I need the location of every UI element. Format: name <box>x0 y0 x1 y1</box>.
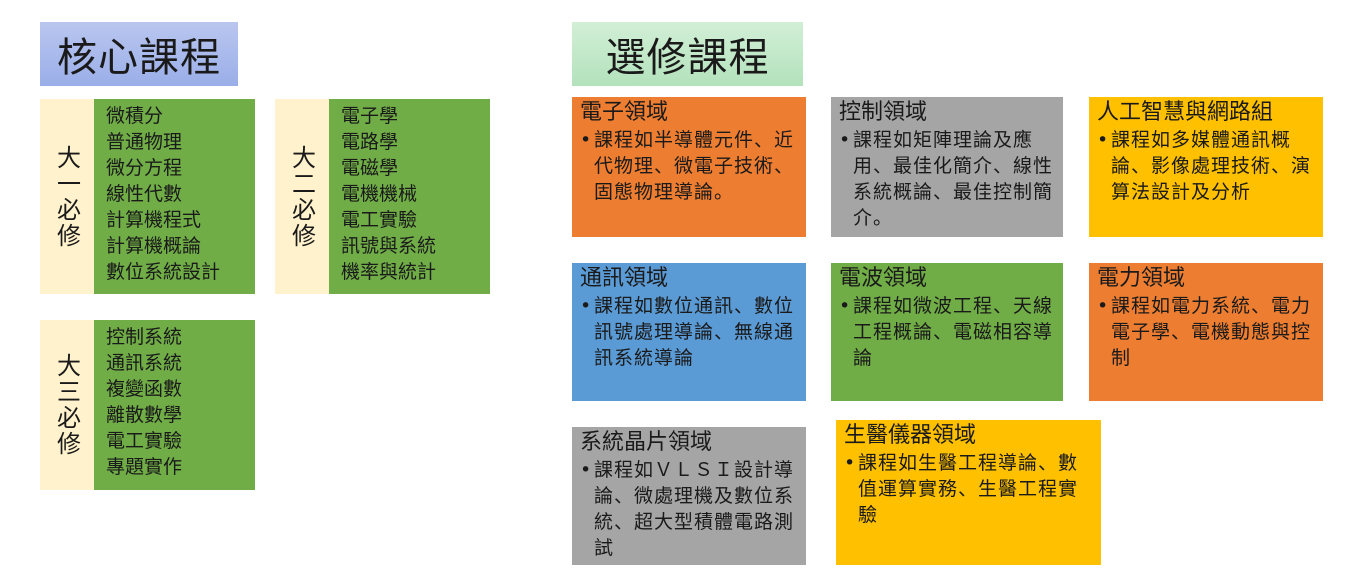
course-item: 電磁學 <box>341 157 399 179</box>
field-communication: 通訊領域 •課程如數位通訊、數位訊號處理導論、無線通訊系統導論 <box>572 263 806 401</box>
course-item: 計算機概論 <box>106 235 202 257</box>
field-electronics: 電子領域 •課程如半導體元件、近代物理、微電子技術、固態物理導論。 <box>572 97 806 237</box>
bullet-icon: • <box>580 295 592 317</box>
field-description: 課程如多媒體通訊概論、影像處理技術、演算法設計及分析 <box>1111 129 1312 203</box>
field-name: 電子領域 <box>580 100 669 125</box>
freshman-required-group: 大一必修 微積分 普通物理 微分方程 線性代數 計算機程式 計算機概論 數位系統… <box>40 99 255 294</box>
field-name: 生醫儀器領域 <box>844 423 977 448</box>
bullet-icon: • <box>1097 129 1109 151</box>
field-description: 課程如矩陣理論及應用、最佳化簡介、線性系統概論、最佳控制簡介。 <box>853 129 1054 229</box>
course-item: 機率與統計 <box>341 261 437 283</box>
course-item: 離散數學 <box>106 404 183 426</box>
course-item: 控制系統 <box>106 326 183 348</box>
course-item: 微分方程 <box>106 157 183 179</box>
course-item: 電工實驗 <box>106 430 183 452</box>
field-power: 電力領域 •課程如電力系統、電力電子學、電機動態與控制 <box>1089 263 1323 401</box>
course-item: 線性代數 <box>106 183 183 205</box>
bullet-icon: • <box>580 459 592 481</box>
field-name: 電力領域 <box>1097 266 1186 291</box>
bullet-icon: • <box>844 452 856 474</box>
course-item: 電路學 <box>341 131 399 153</box>
field-name: 控制領域 <box>839 100 928 125</box>
course-item: 訊號與系統 <box>341 235 437 257</box>
junior-required-label: 大三必修 <box>40 320 94 490</box>
course-item: 微積分 <box>106 105 164 127</box>
freshman-required-label: 大一必修 <box>40 99 94 294</box>
course-item: 普通物理 <box>106 131 183 153</box>
field-description: 課程如電力系統、電力電子學、電機動態與控制 <box>1111 295 1312 369</box>
sophomore-required-label: 大二必修 <box>275 99 329 294</box>
course-item: 電機機械 <box>341 183 418 205</box>
junior-required-group: 大三必修 控制系統 通訊系統 複變函數 離散數學 電工實驗 專題實作 <box>40 320 255 490</box>
field-description: 課程如ＶＬＳＩ設計導論、微處理機及數位系統、超大型積體電路測試 <box>594 459 795 559</box>
sophomore-required-group: 大二必修 電子學 電路學 電磁學 電機機械 電工實驗 訊號與系統 機率與統計 <box>275 99 490 294</box>
field-system-on-chip: 系統晶片領域 •課程如ＶＬＳＩ設計導論、微處理機及數位系統、超大型積體電路測試 <box>572 427 806 565</box>
course-item: 電子學 <box>341 105 399 127</box>
field-description: 課程如生醫工程導論、數值運算實務、生醫工程實驗 <box>858 452 1079 526</box>
field-control: 控制領域 •課程如矩陣理論及應用、最佳化簡介、線性系統概論、最佳控制簡介。 <box>831 97 1063 237</box>
course-item: 計算機程式 <box>106 209 202 231</box>
field-description: 課程如半導體元件、近代物理、微電子技術、固態物理導論。 <box>594 129 795 203</box>
course-item: 專題實作 <box>106 456 183 478</box>
field-name: 通訊領域 <box>580 266 669 291</box>
field-description: 課程如數位通訊、數位訊號處理導論、無線通訊系統導論 <box>594 295 795 369</box>
bullet-icon: • <box>580 129 592 151</box>
junior-course-list: 控制系統 通訊系統 複變函數 離散數學 電工實驗 專題實作 <box>94 320 255 490</box>
field-ai-network: 人工智慧與網路組 •課程如多媒體通訊概論、影像處理技術、演算法設計及分析 <box>1089 97 1323 237</box>
field-description: 課程如微波工程、天線工程概論、電磁相容導論 <box>853 295 1054 369</box>
field-electromagnetic-wave: 電波領域 •課程如微波工程、天線工程概論、電磁相容導論 <box>831 263 1063 401</box>
field-name: 系統晶片領域 <box>580 430 713 455</box>
bullet-icon: • <box>839 129 851 151</box>
field-name: 電波領域 <box>839 266 928 291</box>
bullet-icon: • <box>1097 295 1109 317</box>
bullet-icon: • <box>839 295 851 317</box>
core-courses-title: 核心課程 <box>40 22 238 86</box>
freshman-course-list: 微積分 普通物理 微分方程 線性代數 計算機程式 計算機概論 數位系統設計 <box>94 99 255 294</box>
sophomore-course-list: 電子學 電路學 電磁學 電機機械 電工實驗 訊號與系統 機率與統計 <box>329 99 490 294</box>
elective-courses-title: 選修課程 <box>572 22 803 86</box>
course-item: 通訊系統 <box>106 352 183 374</box>
course-item: 數位系統設計 <box>106 261 221 283</box>
course-item: 電工實驗 <box>341 209 418 231</box>
field-name: 人工智慧與網路組 <box>1097 100 1274 125</box>
course-item: 複變函數 <box>106 378 183 400</box>
field-biomedical-instrument: 生醫儀器領域 •課程如生醫工程導論、數值運算實務、生醫工程實驗 <box>836 420 1101 565</box>
